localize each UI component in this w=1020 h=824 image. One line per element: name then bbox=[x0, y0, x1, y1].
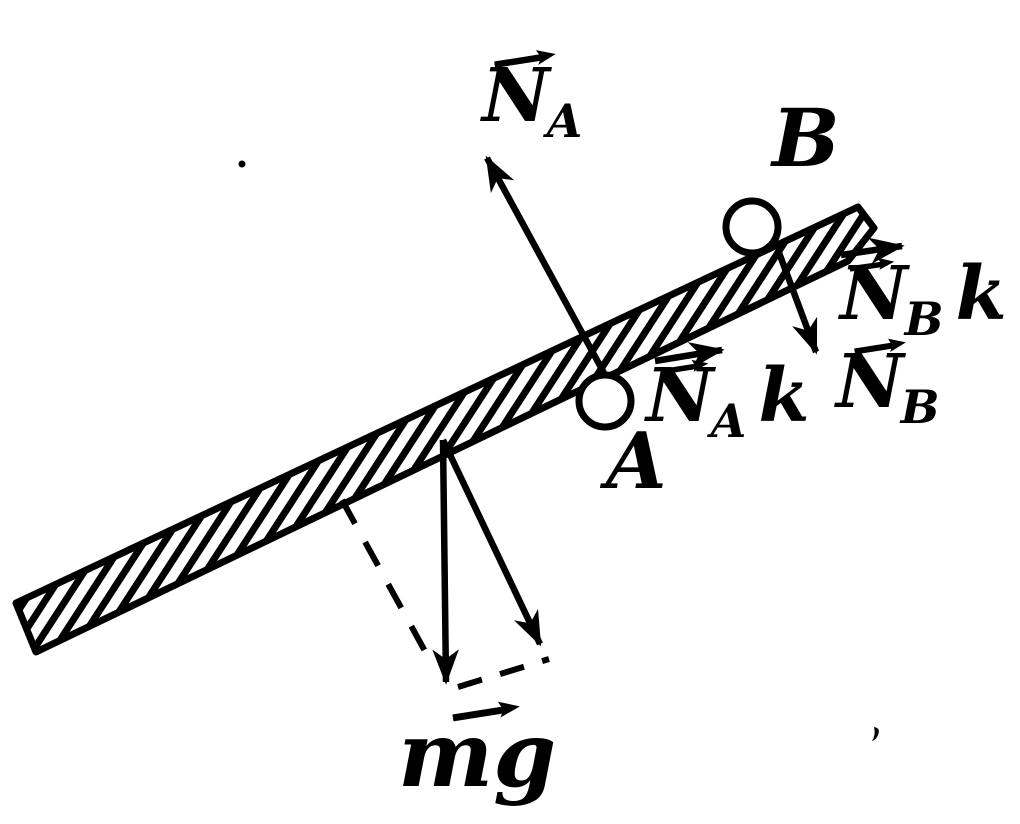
force-symbol: N bbox=[836, 339, 904, 425]
vector-arrow-icon bbox=[662, 341, 810, 378]
construction-dashed-line-bottom bbox=[457, 656, 550, 690]
label-force-na: NA bbox=[482, 48, 582, 144]
force-subscript: B bbox=[900, 380, 940, 434]
ink-comma-speck bbox=[872, 727, 879, 741]
force-subscript: A bbox=[546, 94, 583, 148]
vector-arrow-icon bbox=[449, 690, 557, 726]
point-letter: B bbox=[772, 91, 840, 185]
nak-friction-force-arrow bbox=[654, 342, 725, 369]
inclined-rod-bar bbox=[12, 203, 878, 656]
force-symbol: N bbox=[482, 53, 550, 139]
na-normal-force-arrow bbox=[484, 155, 607, 375]
weight-symbol: mg bbox=[398, 702, 557, 808]
nbk-friction-force-arrow bbox=[840, 237, 905, 264]
construction-dashed-line-left bbox=[339, 498, 429, 655]
nb-normal-force-arrow bbox=[774, 248, 820, 355]
mg-weight-arrow bbox=[432, 439, 459, 685]
mg-perpendicular-component-arrow bbox=[440, 438, 543, 647]
vector-arrow-icon bbox=[851, 329, 940, 358]
vector-arrow-icon bbox=[848, 239, 1007, 275]
label-point-a: A bbox=[606, 423, 667, 501]
label-point-b: B bbox=[772, 98, 840, 178]
friction-coefficient: k bbox=[955, 251, 1007, 337]
roller-b-circle bbox=[722, 197, 782, 257]
label-weight-mg: mg bbox=[398, 698, 557, 808]
label-force-nb: NB bbox=[836, 336, 940, 430]
point-letter: A bbox=[606, 416, 667, 507]
vector-arrow-icon bbox=[491, 41, 583, 73]
friction-coefficient: k bbox=[758, 353, 810, 439]
force-subscript: A bbox=[710, 394, 747, 448]
roller-a-circle bbox=[575, 371, 635, 431]
ink-dot-speck bbox=[238, 160, 246, 168]
force-subscript: B bbox=[904, 292, 944, 346]
